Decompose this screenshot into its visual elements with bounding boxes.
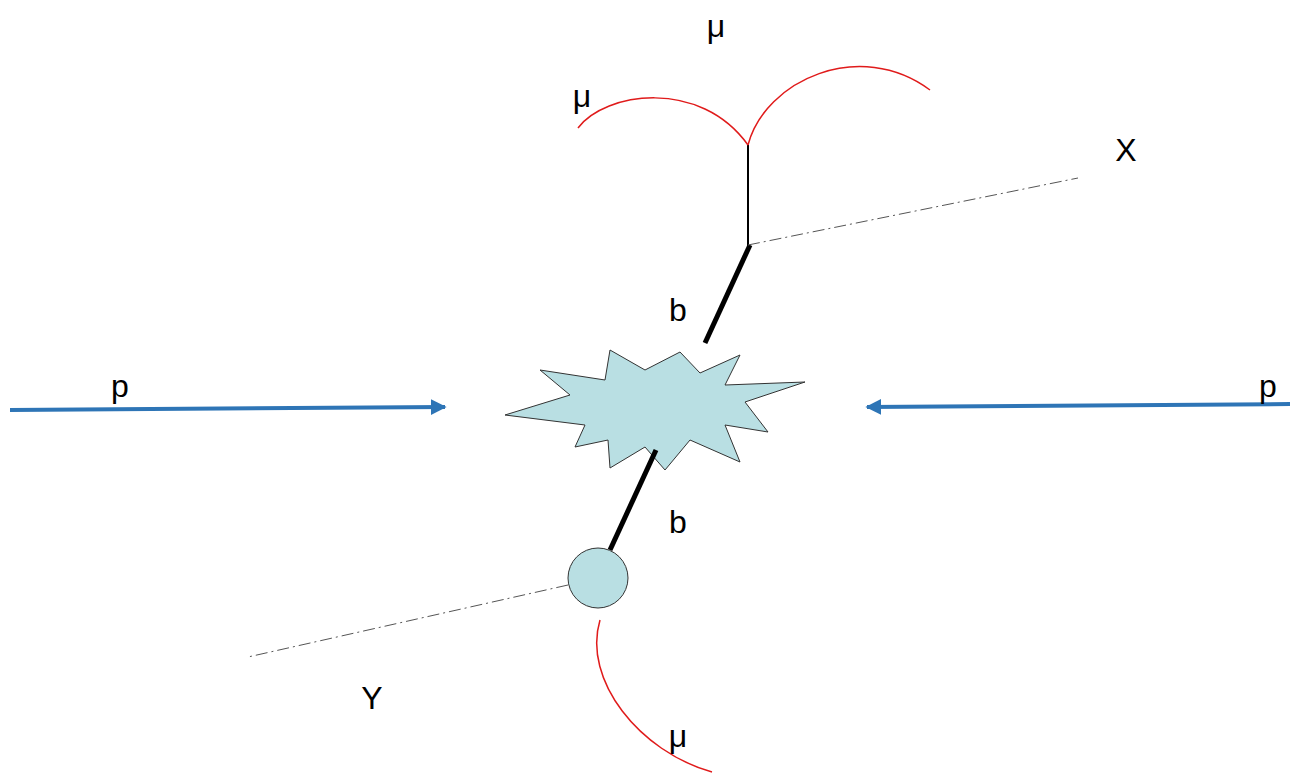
particle-label: b	[669, 294, 687, 326]
b-quark-track	[705, 245, 750, 343]
particle-label: μ	[669, 720, 687, 752]
particle-label: b	[669, 506, 687, 538]
particle-label: X	[1115, 134, 1136, 166]
missing-particle-line	[748, 178, 1078, 245]
proton-beam	[10, 407, 445, 410]
particle-label: p	[1259, 370, 1277, 402]
muon-track	[597, 620, 712, 772]
particle-label: p	[111, 370, 129, 402]
b-quark-track	[610, 450, 656, 550]
proton-beam	[867, 404, 1290, 407]
muon-track	[748, 67, 930, 145]
decay-vertex	[568, 548, 628, 608]
particle-label: μ	[573, 80, 591, 112]
missing-particle-line	[248, 585, 568, 657]
particle-label: Y	[361, 682, 382, 714]
particle-label: μ	[707, 10, 725, 42]
decay-track	[747, 145, 749, 246]
muon-track	[578, 98, 748, 145]
